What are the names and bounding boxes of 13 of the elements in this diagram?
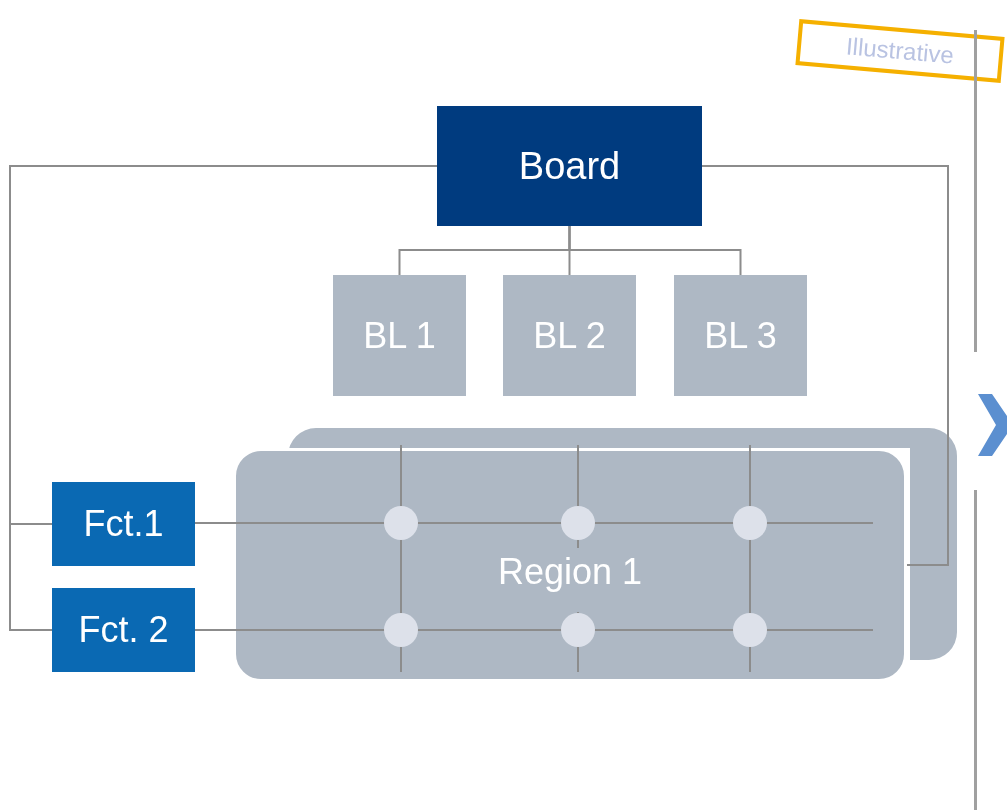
connector-line [568,225,742,276]
node-label: BL 2 [533,313,606,358]
node-label: Fct.1 [83,502,164,546]
connector-line [701,165,949,566]
function-box [52,588,195,672]
board-box [437,106,702,226]
node-label: Board [518,143,621,189]
function-box [52,482,195,566]
node-label: Fct. 2 [78,608,169,652]
node-label: Region 1 [497,550,643,594]
node-label: BL 1 [363,313,436,358]
node-label: BL 3 [704,313,777,358]
stamp-label: Illustrative [795,19,1005,83]
